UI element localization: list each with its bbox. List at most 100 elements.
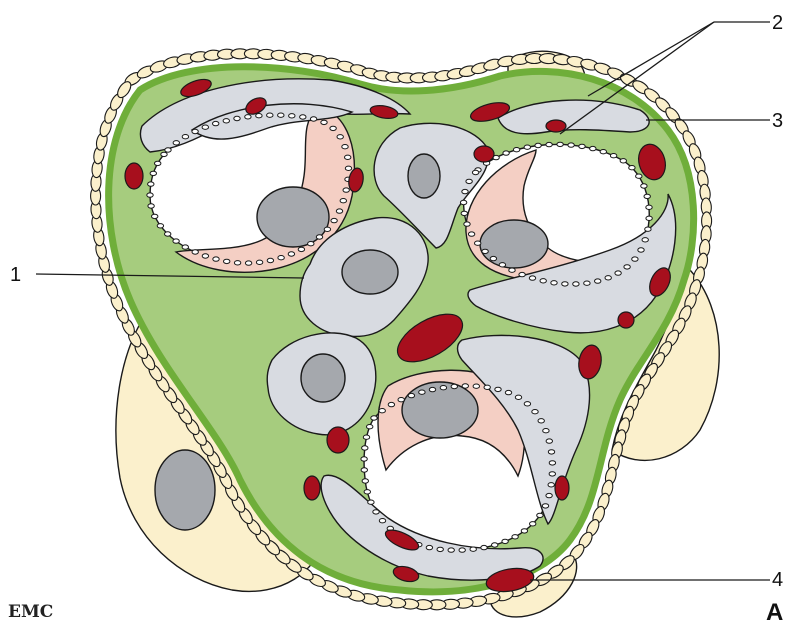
fenestra <box>505 390 511 394</box>
fenestra <box>245 115 251 119</box>
fenestra <box>512 535 518 539</box>
fenestra <box>419 390 425 394</box>
fenestra <box>490 256 496 260</box>
fenestra <box>345 166 351 170</box>
fenestra <box>595 279 601 283</box>
fenestra <box>278 256 284 260</box>
fenestra <box>481 545 487 549</box>
fenestra <box>224 259 230 263</box>
fenestra <box>288 252 294 256</box>
fenestra <box>515 395 521 399</box>
leader-line-2-top <box>588 22 714 96</box>
fenestra <box>540 279 546 283</box>
fenestra <box>165 232 171 236</box>
mesangial-nucleus-left-lower <box>301 354 345 402</box>
fenestra <box>161 152 167 156</box>
fenestra <box>192 129 198 133</box>
fenestra <box>461 211 467 215</box>
fenestra <box>316 235 322 239</box>
fenestra <box>289 114 295 118</box>
fenestra <box>343 188 349 192</box>
fenestra <box>437 547 443 551</box>
label-3: 3 <box>772 110 783 132</box>
fenestra <box>157 224 163 228</box>
fenestra <box>148 182 154 186</box>
fenestra <box>502 539 508 543</box>
endothelial-nucleus-bottom <box>402 382 478 438</box>
fenestra <box>256 260 262 264</box>
fenestra <box>451 384 457 388</box>
fenestra <box>192 250 198 254</box>
fenestra <box>513 148 519 152</box>
fenestra <box>379 519 385 523</box>
fenestra <box>398 398 404 402</box>
fenestra <box>331 218 337 222</box>
label-2: 2 <box>772 12 783 34</box>
fenestra <box>636 174 642 178</box>
fenestra <box>600 150 606 154</box>
label-4: 4 <box>772 569 783 591</box>
erythrocyte <box>125 163 143 189</box>
fenestra <box>646 205 652 209</box>
endothelial-nucleus-right <box>480 220 548 268</box>
fenestra <box>321 120 327 124</box>
fenestra <box>484 385 490 389</box>
fenestra <box>459 548 465 552</box>
fenestra <box>499 263 505 267</box>
fenestra <box>173 239 179 243</box>
fenestra <box>234 261 240 265</box>
fenestra <box>605 276 611 280</box>
fenestra <box>147 193 153 197</box>
fenestra <box>362 479 368 483</box>
fenestra <box>267 258 273 262</box>
fenestra <box>472 170 478 174</box>
fenestra <box>173 141 179 145</box>
fenestra <box>646 216 652 220</box>
fenestra <box>615 271 621 275</box>
fenestra <box>342 145 348 149</box>
fenestra <box>234 116 240 120</box>
erythrocyte <box>555 476 569 500</box>
fenestra <box>548 450 554 454</box>
fenestra <box>373 510 379 514</box>
fenestra <box>538 419 544 423</box>
fenestra <box>546 493 552 497</box>
fenestra <box>495 387 501 391</box>
fenestra <box>573 282 579 286</box>
erythrocyte <box>546 120 566 132</box>
fenestra <box>521 529 527 533</box>
fenestra <box>549 472 555 476</box>
fenestra <box>641 184 647 188</box>
fenestra <box>267 113 273 117</box>
fenestra <box>310 117 316 121</box>
fenestra <box>642 238 648 242</box>
mesangial-nucleus-center <box>342 250 398 294</box>
fenestra <box>509 268 515 272</box>
fenestra <box>152 214 158 218</box>
erythrocyte <box>327 427 349 453</box>
fenestra <box>213 257 219 261</box>
fenestra <box>464 222 470 226</box>
fenestra <box>361 457 367 461</box>
fenestra <box>524 402 530 406</box>
fenestra <box>462 189 468 193</box>
publisher-logo: EMC <box>8 602 53 622</box>
fenestra <box>568 143 574 147</box>
fenestra <box>165 148 171 152</box>
fenestra <box>245 261 251 265</box>
fenestra <box>543 429 549 433</box>
fenestra <box>213 121 219 125</box>
fenestra <box>324 227 330 231</box>
fenestra <box>519 272 525 276</box>
fenestra <box>460 200 466 204</box>
fenestra <box>256 114 262 118</box>
fenestra <box>638 248 644 252</box>
podocyte-left-nucleus <box>155 450 215 530</box>
fenestra <box>300 115 306 119</box>
fenestra <box>440 386 446 390</box>
fenestra <box>466 179 472 183</box>
fenestra <box>530 522 536 526</box>
label-1: 1 <box>10 264 21 286</box>
fenestra <box>308 242 314 246</box>
